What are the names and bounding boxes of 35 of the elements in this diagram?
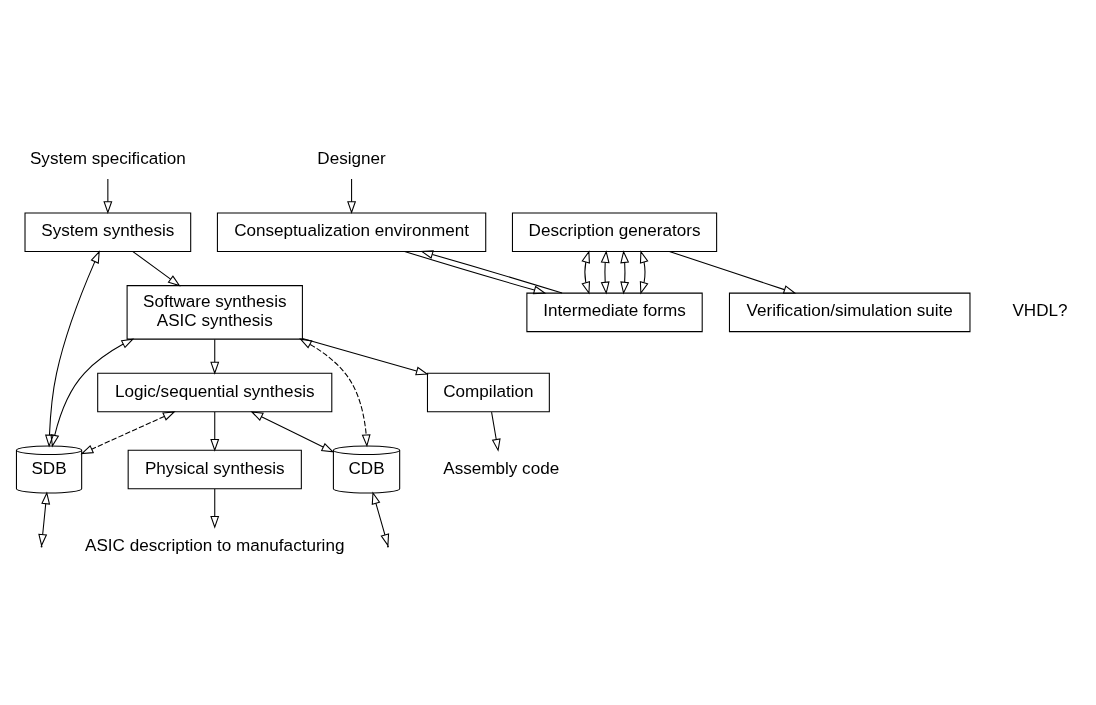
node-box: Intermediate forms — [526, 292, 703, 332]
arrow — [210, 488, 220, 529]
node-box: Conseptualization environment — [216, 211, 487, 252]
arrow — [600, 249, 610, 295]
arrow — [420, 249, 563, 294]
arrow — [620, 249, 630, 295]
node-box: Physical synthesis — [127, 449, 302, 489]
arrow — [299, 337, 371, 447]
node-text: ASIC description to manufacturing — [85, 535, 345, 555]
node-box: Verification/simulation suite — [728, 292, 971, 332]
arrow — [491, 411, 501, 452]
node-box: Compilation — [426, 372, 550, 412]
node-text: Designer — [317, 148, 386, 168]
arrow — [301, 337, 429, 375]
node-box: System synthesis — [24, 211, 192, 252]
arrow — [132, 250, 181, 286]
arrow — [210, 411, 220, 452]
arrow — [103, 178, 113, 214]
arrow — [250, 410, 335, 453]
arrow — [639, 249, 649, 294]
arrow — [668, 250, 797, 294]
arrow — [50, 337, 135, 447]
node-box: Logic/sequential synthesis — [97, 372, 333, 412]
arrow — [45, 249, 100, 447]
arrow — [80, 410, 176, 454]
arrow — [347, 178, 357, 214]
node-text: System specification — [29, 148, 186, 168]
arrow — [371, 490, 390, 547]
label: VHDL? — [1012, 300, 1068, 320]
node-box: Software synthesis ASIC synthesis — [126, 284, 303, 340]
node-text: Assembly code — [443, 458, 560, 478]
arrow — [210, 338, 220, 375]
node-box: Description generators — [511, 211, 718, 252]
arrow — [581, 249, 591, 294]
arrow — [404, 250, 547, 294]
